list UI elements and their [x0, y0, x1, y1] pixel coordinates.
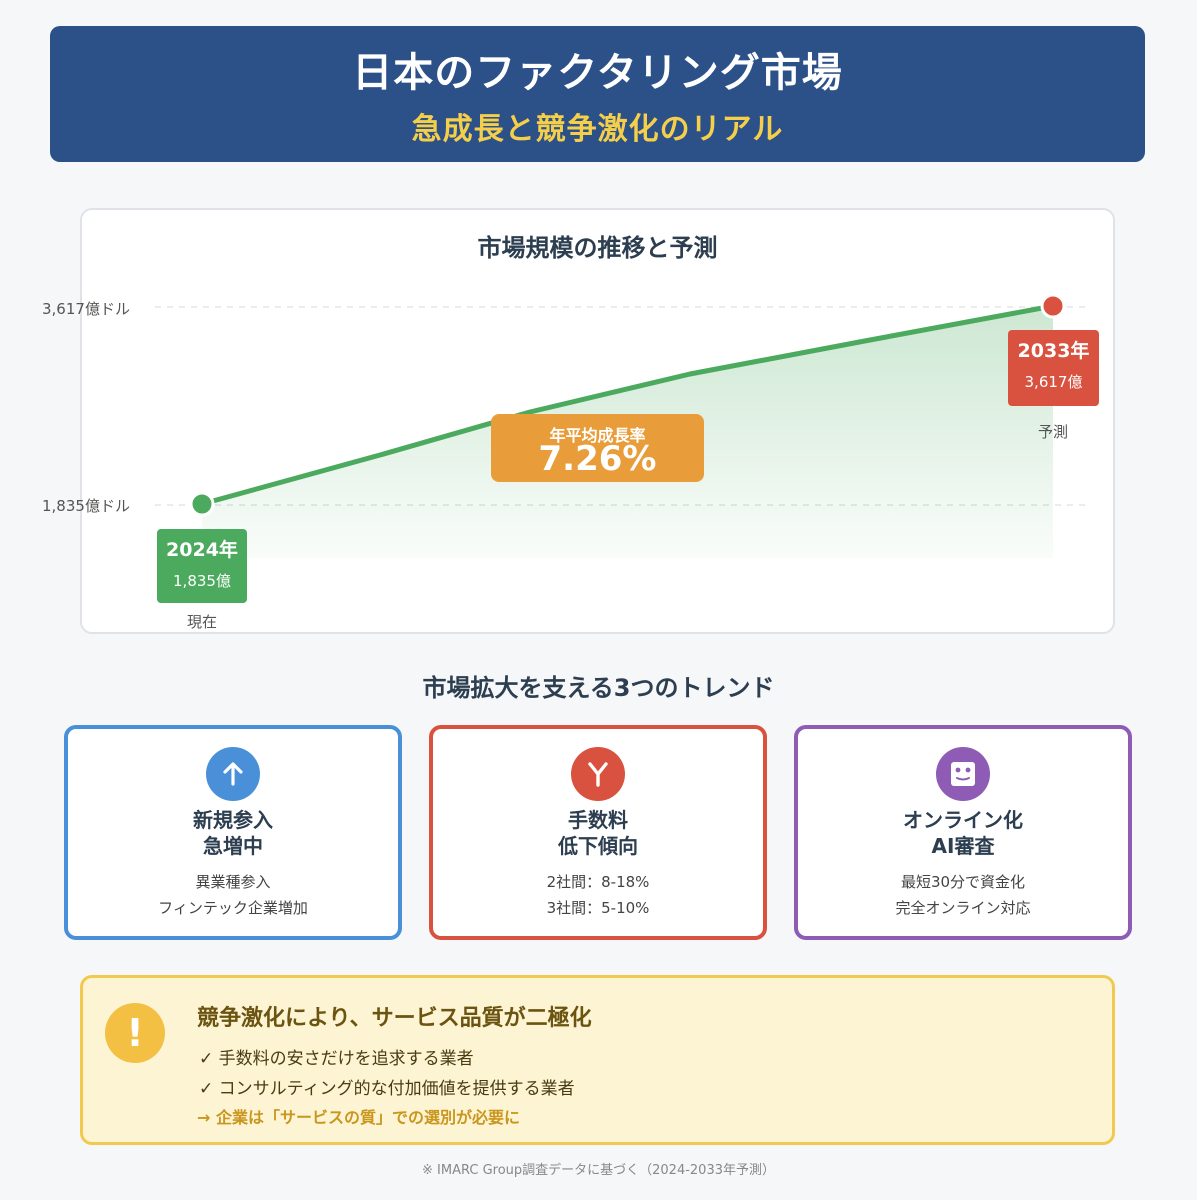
- trend-head-line2: AI審査: [931, 834, 995, 858]
- start-value: 1,835億: [173, 572, 231, 590]
- source-footnote: ※ IMARC Group調査データに基づく（2024-2033年予測）: [422, 1163, 775, 1178]
- end-year: 2033年: [1017, 340, 1090, 362]
- trend-card-new-entrants: 新規参入 急増中 異業種参入 フィンテック企業増加: [64, 725, 402, 940]
- trend-desc-line1: 異業種参入: [195, 873, 271, 891]
- end-marker: [1040, 293, 1066, 319]
- arrow-up-icon: [206, 747, 260, 801]
- trend-line: [199, 303, 1056, 507]
- start-marker: [189, 491, 215, 517]
- cagr-badge: 年平均成長率 7.26%: [491, 414, 704, 482]
- cagr-label: 年平均成長率: [549, 426, 646, 445]
- page-subtitle: 急成長と競争激化のリアル: [411, 112, 784, 147]
- robot-icon: [936, 747, 990, 801]
- end-point-label: 2033年 3,617億: [1008, 330, 1099, 406]
- alert-panel: ! 競争激化により、サービス品質が二極化 ✓ 手数料の安さだけを追求する業者 ✓…: [80, 975, 1115, 1145]
- y-tick-max: 3,617億ドル: [42, 300, 130, 318]
- trend-head-line1: 手数料: [568, 808, 628, 832]
- start-year: 2024年: [166, 539, 238, 561]
- trend-desc-line2: 3社間：5-10%: [546, 899, 650, 917]
- y-tick-min: 1,835億ドル: [42, 497, 130, 515]
- trend-head-line2: 急増中: [203, 834, 263, 858]
- trend-desc-line2: 完全オンライン対応: [895, 899, 1031, 917]
- trend-head-line1: オンライン化: [903, 808, 1023, 832]
- alert-item: ✓ コンサルティング的な付加価値を提供する業者: [199, 1079, 575, 1099]
- alert-conclusion: → 企業は「サービスの質」での選別が必要に: [197, 1108, 520, 1127]
- header-banner: 日本のファクタリング市場 急成長と競争激化のリアル: [50, 26, 1145, 162]
- trend-head-line2: 低下傾向: [558, 834, 638, 858]
- trend-desc-line1: 2社間：8-18%: [546, 873, 650, 891]
- start-point-label: 2024年 1,835億: [157, 529, 247, 603]
- chart-title: 市場規模の推移と予測: [477, 234, 718, 262]
- alert-item: ✓ 手数料の安さだけを追求する業者: [199, 1049, 474, 1069]
- trend-card-fees: 手数料 低下傾向 2社間：8-18% 3社間：5-10%: [429, 725, 767, 940]
- yen-icon: [571, 747, 625, 801]
- end-value: 3,617億: [1024, 373, 1083, 391]
- alert-title: 競争激化により、サービス品質が二極化: [197, 1006, 592, 1031]
- trend-head-line1: 新規参入: [193, 808, 273, 832]
- trend-desc-line2: フィンテック企業増加: [158, 899, 308, 917]
- trend-desc-line1: 最短30分で資金化: [900, 873, 1026, 891]
- page-title: 日本のファクタリング市場: [352, 50, 843, 96]
- end-note: 予測: [1037, 423, 1068, 441]
- exclamation-icon: !: [105, 1003, 165, 1063]
- cagr-value: 7.26%: [538, 439, 657, 479]
- trend-card-online-ai: オンライン化 AI審査 最短30分で資金化 完全オンライン対応: [794, 725, 1132, 940]
- trends-title: 市場拡大を支える3つのトレンド: [422, 674, 775, 702]
- start-note: 現在: [186, 613, 217, 631]
